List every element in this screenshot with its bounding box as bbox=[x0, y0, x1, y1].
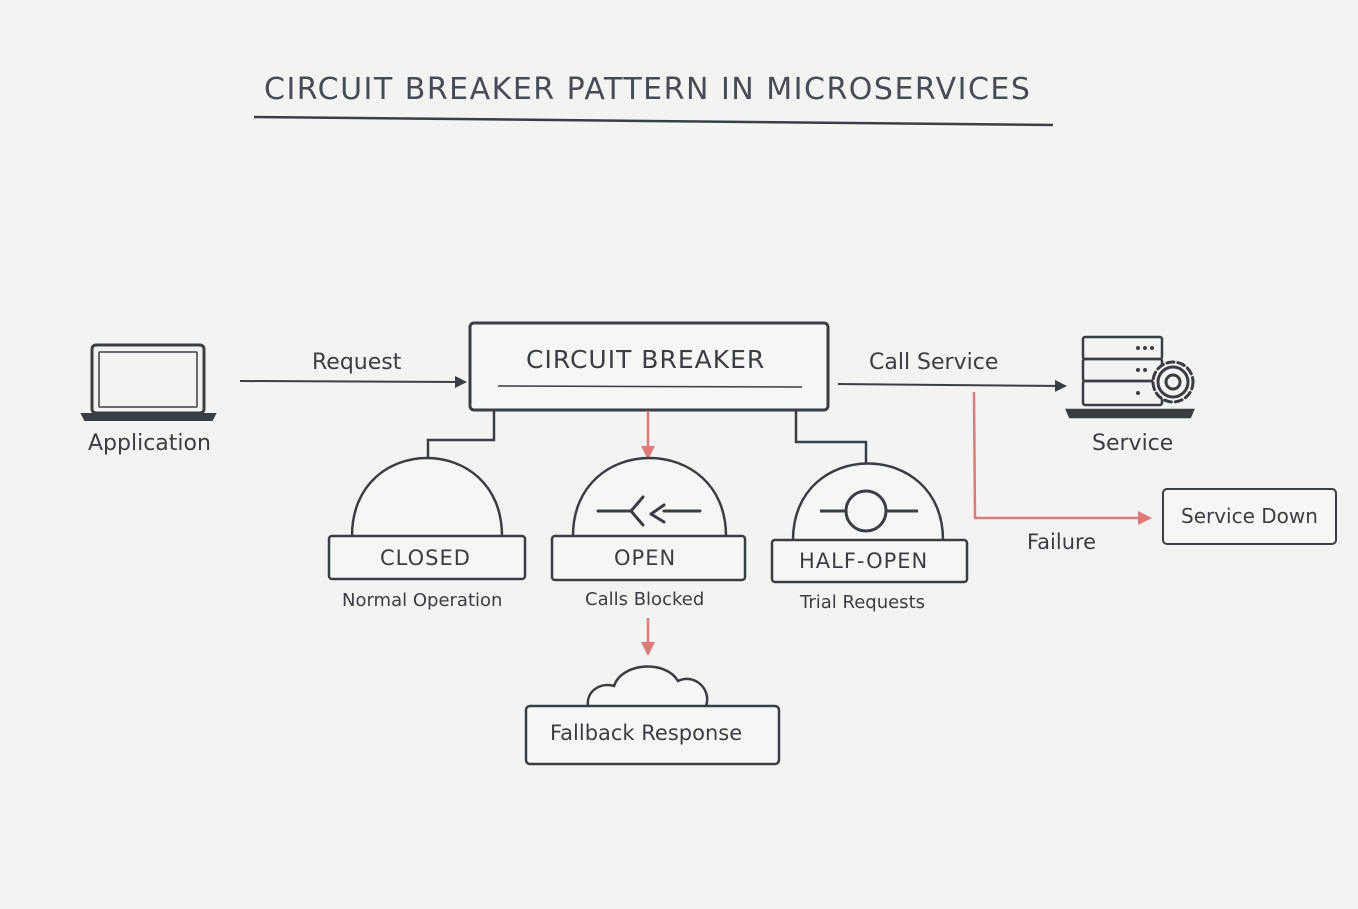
circuit-breaker-label: CIRCUIT BREAKER bbox=[526, 345, 766, 374]
half-open-state-description: Trial Requests bbox=[800, 592, 925, 613]
call-service-arrow bbox=[837, 379, 1067, 392]
service-label: Service bbox=[1092, 431, 1174, 456]
server-gear-icon bbox=[1065, 335, 1195, 419]
open-state-label: OPEN bbox=[614, 546, 677, 570]
fallback-response-box bbox=[524, 665, 781, 766]
half-open-switch-icon bbox=[820, 489, 918, 533]
open-state bbox=[550, 456, 747, 582]
request-arrow bbox=[239, 375, 467, 388]
laptop-icon bbox=[80, 343, 217, 421]
application-label: Application bbox=[88, 431, 211, 456]
half-open-state bbox=[770, 462, 969, 584]
request-label: Request bbox=[312, 350, 402, 375]
half-open-state-label: HALF-OPEN bbox=[799, 549, 929, 573]
page-title: CIRCUIT BREAKER PATTERN IN MICROSERVICES bbox=[264, 72, 1032, 107]
failure-label: Failure bbox=[1027, 530, 1097, 554]
connector-closed bbox=[426, 410, 496, 462]
connector-half-open bbox=[794, 410, 868, 466]
circuit-breaker-box bbox=[468, 321, 830, 412]
service-down-box bbox=[1162, 488, 1337, 545]
call-service-label: Call Service bbox=[869, 350, 999, 375]
open-state-description: Calls Blocked bbox=[585, 589, 705, 610]
fallback-response-label: Fallback Response bbox=[550, 721, 743, 745]
open-switch-icon bbox=[596, 495, 702, 527]
closed-state-label: CLOSED bbox=[380, 546, 471, 570]
service-down-label: Service Down bbox=[1181, 504, 1318, 528]
failure-arrow bbox=[972, 391, 1152, 525]
title-underline bbox=[253, 115, 1054, 127]
closed-state bbox=[327, 456, 527, 581]
closed-state-description: Normal Operation bbox=[342, 590, 503, 611]
